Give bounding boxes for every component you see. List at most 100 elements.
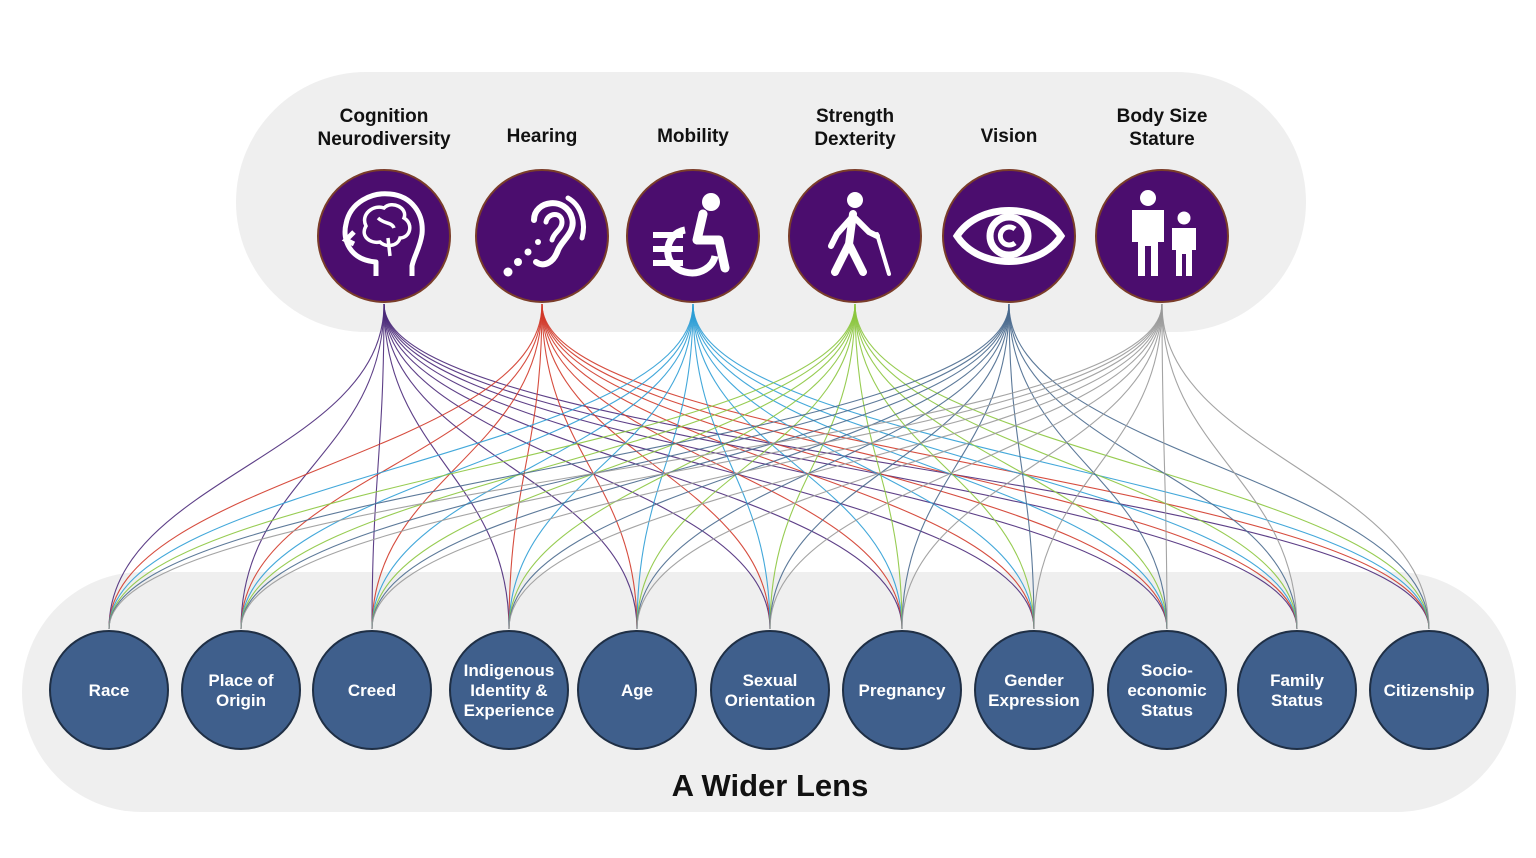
connector-line bbox=[541, 303, 1035, 630]
identity-label: Creed bbox=[348, 681, 396, 700]
disability-label: Cognition bbox=[340, 106, 429, 127]
connector-line bbox=[383, 303, 1298, 630]
identity-label: Sexual bbox=[743, 671, 798, 690]
connector-line bbox=[854, 303, 1298, 630]
identity-label: Gender bbox=[1004, 671, 1064, 690]
connector-line bbox=[854, 303, 1430, 630]
connector-line bbox=[636, 303, 856, 630]
connector-line bbox=[769, 303, 1163, 630]
disability-circle bbox=[788, 169, 922, 303]
identity-label: Experience bbox=[464, 701, 555, 720]
connector-line bbox=[371, 303, 543, 630]
identity-circle bbox=[577, 630, 697, 750]
disability-label: Vision bbox=[981, 126, 1038, 147]
disability-label: Strength bbox=[816, 106, 894, 127]
identity-node: Pregnancy bbox=[842, 630, 962, 750]
connector-line bbox=[1008, 303, 1168, 630]
identity-circle bbox=[1369, 630, 1489, 750]
disability-label: Dexterity bbox=[814, 129, 896, 150]
identity-node: Age bbox=[577, 630, 697, 750]
connector-line bbox=[1008, 303, 1430, 630]
brain-head-icon bbox=[341, 191, 425, 276]
connector-line bbox=[541, 303, 771, 630]
connector-line bbox=[1033, 303, 1163, 630]
disability-node: Vision bbox=[942, 126, 1076, 303]
connector-line bbox=[854, 303, 1168, 630]
disability-circle bbox=[317, 169, 451, 303]
disability-label: Neurodiversity bbox=[317, 129, 450, 150]
connector-line bbox=[371, 303, 1163, 630]
disability-node: Hearing bbox=[475, 126, 609, 303]
connector-line bbox=[636, 303, 1163, 630]
connector-line bbox=[692, 303, 771, 630]
identity-label: Identity & bbox=[470, 681, 547, 700]
connector-line bbox=[240, 303, 385, 630]
connector-line bbox=[1008, 303, 1035, 630]
identity-circle bbox=[1107, 630, 1227, 750]
connector-line bbox=[508, 303, 1163, 630]
connector-line bbox=[508, 303, 694, 630]
connector-line bbox=[508, 303, 1010, 630]
identity-label: economic bbox=[1127, 681, 1206, 700]
connector-line bbox=[371, 303, 694, 630]
identity-label: Race bbox=[89, 681, 130, 700]
connector-line bbox=[240, 303, 1010, 630]
identity-label: Indigenous bbox=[464, 661, 555, 680]
connector-line bbox=[541, 303, 1298, 630]
connector-line bbox=[769, 303, 856, 630]
connector-line bbox=[108, 303, 385, 630]
disability-circle bbox=[626, 169, 760, 303]
disability-label: Stature bbox=[1129, 129, 1194, 150]
connector-line bbox=[692, 303, 1298, 630]
disability-circle bbox=[942, 169, 1076, 303]
connector-line bbox=[508, 303, 856, 630]
disability-label: Hearing bbox=[507, 126, 578, 147]
identity-label: Orientation bbox=[725, 691, 816, 710]
identity-label: Status bbox=[1141, 701, 1193, 720]
connector-line bbox=[854, 303, 903, 630]
connector-line bbox=[108, 303, 856, 630]
identity-label: Citizenship bbox=[1384, 681, 1475, 700]
connector-line bbox=[1161, 303, 1168, 630]
connector-line bbox=[383, 303, 1035, 630]
identity-label: Socio- bbox=[1141, 661, 1193, 680]
connector-line bbox=[1161, 303, 1298, 630]
identity-circle bbox=[1237, 630, 1357, 750]
identity-circle bbox=[710, 630, 830, 750]
connector-line bbox=[383, 303, 638, 630]
connector-line bbox=[371, 303, 856, 630]
connector-line bbox=[508, 303, 543, 630]
identity-circle bbox=[974, 630, 1094, 750]
adult-child-icon bbox=[1132, 190, 1196, 276]
connector-line bbox=[371, 303, 385, 630]
identity-label: Origin bbox=[216, 691, 266, 710]
connector-line bbox=[240, 303, 856, 630]
connector-line bbox=[383, 303, 1430, 630]
connector-line bbox=[636, 303, 1010, 630]
connector-line bbox=[240, 303, 543, 630]
identity-circle bbox=[181, 630, 301, 750]
connector-line bbox=[383, 303, 1168, 630]
identity-circle bbox=[49, 630, 169, 750]
connector-line bbox=[854, 303, 1035, 630]
identity-circle bbox=[842, 630, 962, 750]
identity-label: Expression bbox=[988, 691, 1080, 710]
connector-line bbox=[901, 303, 1010, 630]
identity-label: Place of bbox=[208, 671, 274, 690]
identity-circle bbox=[449, 630, 569, 750]
connector-line bbox=[692, 303, 1168, 630]
disability-circle bbox=[475, 169, 609, 303]
identity-label: Age bbox=[621, 681, 653, 700]
diagram-title: A Wider Lens bbox=[672, 768, 869, 803]
hearing-icon bbox=[503, 195, 586, 277]
cane-walker-icon bbox=[828, 192, 891, 276]
identity-label: Pregnancy bbox=[859, 681, 946, 700]
connector-line bbox=[541, 303, 903, 630]
connector-line bbox=[692, 303, 1430, 630]
connector-line bbox=[541, 303, 638, 630]
